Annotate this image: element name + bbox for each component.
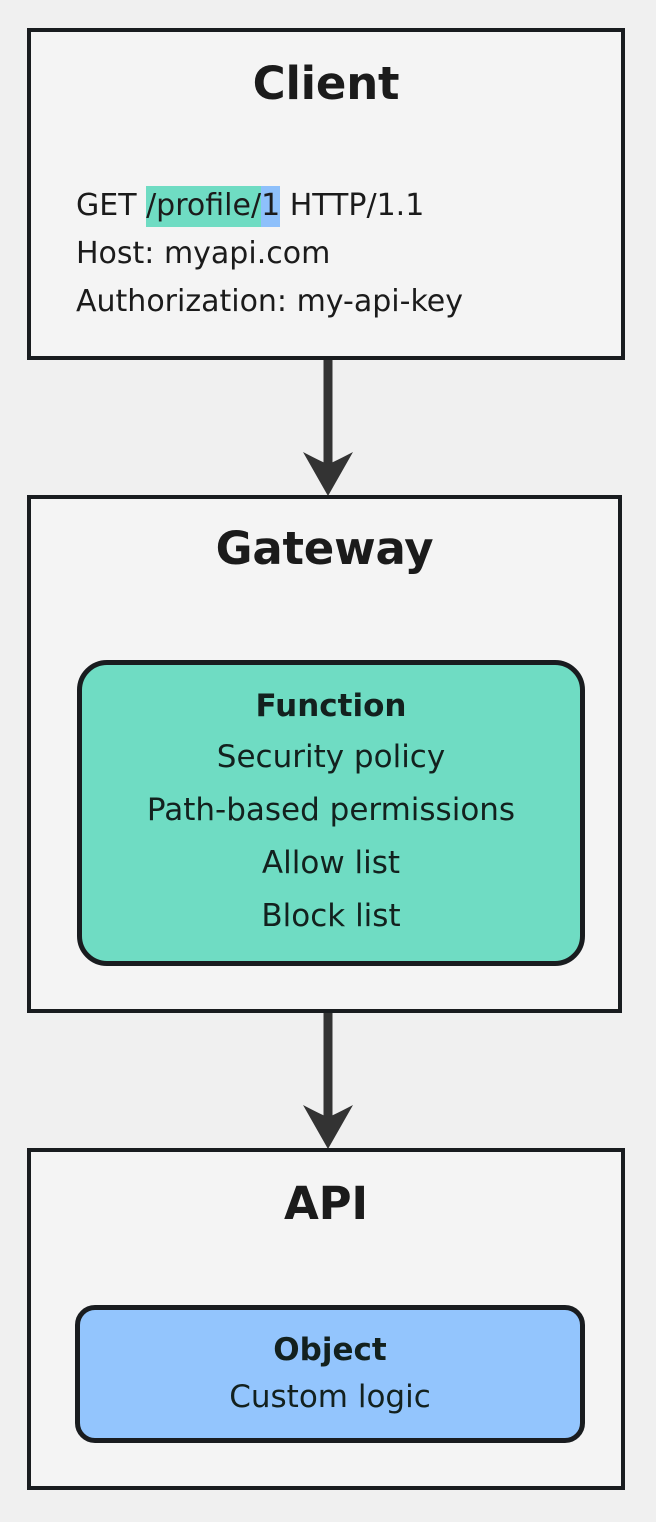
function-line-path-based-permissions: Path-based permissions [146,792,516,828]
arrow-client-to-gateway-icon [303,360,353,496]
subnode-function-title: Function [255,688,407,724]
function-line-security-policy: Security policy [216,739,446,775]
arrow-gateway-to-api-icon [303,1013,353,1149]
request-protocol: HTTP/1.1 [280,188,425,223]
request-path-highlight: /profile/ [146,186,262,227]
node-client-title: Client [252,57,400,110]
request-host-line: Host: myapi.com [76,236,331,271]
request-resource-id-highlight: 1 [261,186,281,227]
request-line-start: GET /profile/1 HTTP/1.1 [76,182,603,230]
subnode-object-title: Object [273,1332,387,1368]
request-authorization-line: Authorization: my-api-key [76,284,463,319]
node-gateway-title: Gateway [215,522,434,575]
subnode-function[interactable]: Function Security policy Path-based perm… [77,660,585,966]
function-line-block-list: Block list [261,898,401,934]
request-method: GET [76,188,147,223]
subnode-object[interactable]: Object Custom logic [75,1305,585,1443]
node-client[interactable]: Client GET /profile/1 HTTP/1.1 Host: mya… [27,28,625,360]
function-line-allow-list: Allow list [261,845,401,881]
object-line-custom-logic: Custom logic [229,1379,431,1415]
node-api-title: API [284,1177,368,1230]
client-request-block: GET /profile/1 HTTP/1.1 Host: myapi.com … [76,182,603,326]
